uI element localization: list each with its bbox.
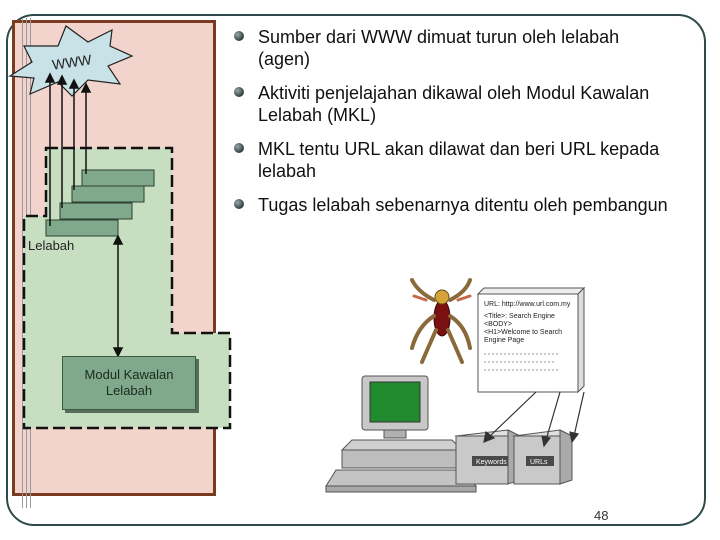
bullet-item: MKL tentu URL akan dilawat dan beri URL … bbox=[232, 138, 720, 182]
www-starburst bbox=[8, 25, 134, 97]
doc-line: Engine Page bbox=[484, 337, 524, 344]
page-number: 48 bbox=[594, 508, 609, 523]
spider-steps bbox=[45, 169, 155, 237]
doc-to-server-arrows bbox=[483, 391, 585, 448]
doc-line: URL: http://www.url.com.my bbox=[484, 301, 571, 308]
arrows-to-www bbox=[44, 72, 92, 226]
bullet-item: Tugas lelabah sebenarnya ditentu oleh pe… bbox=[232, 194, 720, 216]
keywords-label: Keywords bbox=[476, 459, 507, 466]
urls-label: URLs bbox=[530, 459, 548, 466]
bullet-text: MKL tentu URL akan dilawat dan beri URL … bbox=[258, 139, 660, 181]
bullet-dot-icon bbox=[234, 199, 244, 209]
bullet-dot-icon bbox=[234, 87, 244, 97]
monitor bbox=[361, 375, 429, 439]
lelabah-label: Lelabah bbox=[28, 238, 75, 253]
spider-figure bbox=[410, 278, 472, 364]
doc-line: <Title>: Search Engine bbox=[484, 313, 555, 320]
bullet-text: Aktiviti penjelajahan dikawal oleh Modul… bbox=[258, 83, 650, 125]
bullet-text: Tugas lelabah sebenarnya ditentu oleh pe… bbox=[258, 195, 668, 215]
bullet-item: Sumber dari WWW dimuat turun oleh lelaba… bbox=[232, 26, 720, 70]
doc-line: <H1>Welcome to Search bbox=[484, 329, 562, 336]
decor-stripe bbox=[22, 18, 23, 508]
computer-base bbox=[325, 439, 478, 493]
slide-frame bbox=[6, 14, 706, 526]
control-module-box: Modul Kawalan Lelabah bbox=[62, 356, 196, 410]
doc-line: <BODY> bbox=[484, 321, 512, 328]
document-card bbox=[476, 286, 586, 394]
control-arrow bbox=[112, 234, 124, 358]
monitor-screen bbox=[369, 381, 421, 423]
bullet-text: Sumber dari WWW dimuat turun oleh lelaba… bbox=[258, 27, 620, 69]
bullet-dot-icon bbox=[234, 143, 244, 153]
bullet-dot-icon bbox=[234, 31, 244, 41]
bullet-list: Sumber dari WWW dimuat turun oleh lelaba… bbox=[232, 26, 720, 228]
bullet-item: Aktiviti penjelajahan dikawal oleh Modul… bbox=[232, 82, 720, 126]
